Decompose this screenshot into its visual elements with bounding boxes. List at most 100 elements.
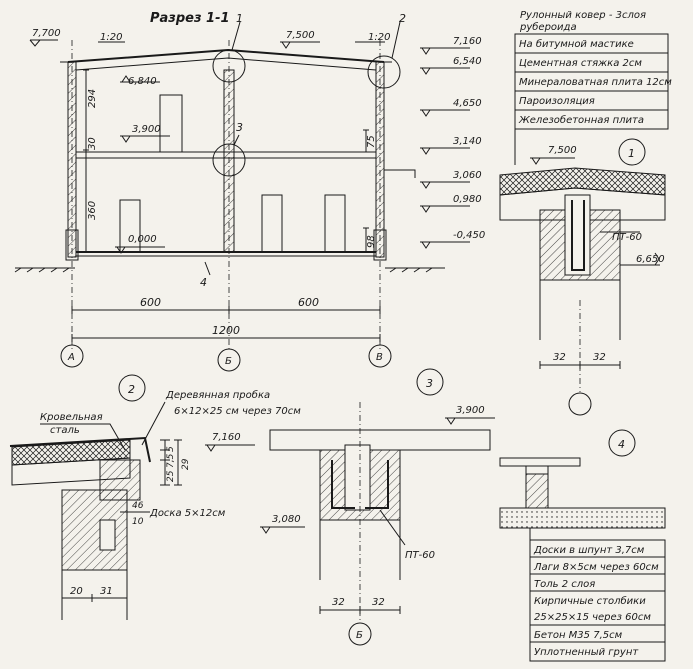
horiz-dim-1200 — [71, 334, 381, 342]
elev-6540: 6,540 — [453, 56, 482, 67]
detail-2-elev: 7,160 — [212, 432, 241, 443]
detail-1-axis-bubble — [568, 392, 592, 416]
slope-right: 1:20 — [368, 32, 390, 43]
detail-4-item: Уплотненный грунт — [534, 647, 639, 658]
callout-label-3: 3 — [236, 121, 243, 134]
dim-600-left: 600 — [140, 296, 161, 309]
detail-4-concrete — [499, 507, 666, 529]
axis-label-a: А — [67, 352, 75, 363]
dim-30: 30 — [87, 137, 98, 150]
detail-2-dim-s: 46 — [132, 501, 144, 511]
elev-minus-0450: -0,450 — [453, 230, 485, 241]
axis-label-b: Б — [225, 356, 232, 367]
axis-label-v: В — [376, 352, 383, 363]
roof-legend-title-1: Рулонный ковер - 3слоя — [520, 10, 646, 21]
roof-inner — [75, 57, 377, 71]
detail-1-dim: 32 — [553, 352, 566, 363]
detail-3-slab — [269, 429, 491, 451]
axis-bubble-a — [60, 344, 84, 368]
roof-legend-box — [514, 33, 669, 130]
detail-2-dim-v: 7,5 — [166, 453, 176, 468]
axis-bubble-b — [217, 348, 241, 372]
dim-1200: 1200 — [212, 324, 240, 337]
detail-2-plug-label: Деревянная пробка — [165, 389, 270, 401]
detail-1-elev-top: 7,500 — [548, 145, 577, 156]
detail-2-steel-sheet — [9, 436, 151, 463]
roof-legend-item: Цементная стяжка 2см — [519, 58, 642, 69]
intermediate-floor — [75, 151, 377, 159]
detail-3-dim: 32 — [372, 597, 385, 608]
callout-circle-1 — [212, 49, 246, 83]
elev-3900: 3,900 — [132, 124, 161, 135]
detail-3-bubble — [416, 368, 444, 396]
detail-3-elev-low: 3,080 — [272, 514, 301, 525]
callout-circle-2 — [367, 55, 401, 89]
slope-left: 1:20 — [100, 32, 122, 43]
detail-3: 3 3,900 ПТ-60 3,080 32 32 Б — [260, 368, 495, 646]
elev-3140: 3,140 — [453, 136, 482, 147]
detail-2-plug-spec: 6×12×25 см через 70см — [174, 406, 301, 417]
vertical-dim-right — [363, 129, 369, 252]
detail-1-number: 1 — [628, 147, 635, 160]
detail-1-rebar — [571, 200, 585, 271]
detail-4-item: Доски в шпунт 3,7см — [533, 545, 645, 556]
detail-1-elev-mark — [530, 157, 575, 165]
detail-4-brick-column — [525, 473, 549, 509]
vertical-dim-chain — [83, 69, 89, 253]
detail-1-plate — [499, 187, 666, 221]
detail-2-vdim — [160, 439, 182, 486]
detail-2-dim-v: 5 — [166, 446, 176, 452]
detail-3-wall-lines — [319, 520, 401, 580]
roof-outline — [67, 48, 385, 63]
detail-3-axis-label: Б — [356, 630, 363, 641]
elev-0980: 0,980 — [453, 194, 482, 205]
detail-2-dim-v: 29 — [181, 458, 191, 470]
detail-4-item: Бетон М35 7,5см — [534, 630, 623, 641]
detail-4: 4 Доски в шпунт 3,7см Лаги 8×5см через 6… — [499, 429, 666, 662]
detail-2-dim-v: 25 — [166, 470, 176, 482]
roof-legend-item: На битумной мастике — [519, 38, 634, 50]
detail-2-board — [99, 519, 116, 551]
detail-4-joist — [525, 465, 549, 475]
detail-3-elev-low-mark — [260, 526, 305, 534]
detail-3-elev-mark — [445, 417, 495, 425]
door-upper — [159, 94, 183, 153]
dim-75: 75 — [366, 135, 377, 148]
detail-4-item: Кирпичные столбики — [534, 595, 646, 607]
detail-3-beam — [344, 444, 371, 511]
dim-98: 98 — [366, 235, 377, 248]
detail-3-rebar — [331, 460, 389, 509]
axis-bubble-v — [368, 344, 392, 368]
roof-legend: Рулонный ковер - 3слоя рубероида На биту… — [514, 10, 672, 165]
detail-1-roof-slab — [499, 167, 666, 196]
detail-2-number: 2 — [128, 383, 135, 396]
dim-360: 360 — [87, 201, 98, 220]
detail-2-steel-2: сталь — [50, 425, 80, 436]
detail-3-label-leader — [379, 509, 406, 546]
detail-3-label: ПТ-60 — [405, 550, 435, 561]
foundation-a — [65, 229, 79, 261]
elev-6840: 6,840 — [128, 76, 157, 87]
detail-2-elev-mark — [205, 444, 255, 452]
detail-4-item: Лаги 8×5см через 60см — [533, 562, 659, 573]
detail-1-label: ПТ-60 — [612, 232, 642, 243]
section-title: Разрез 1-1 — [150, 11, 230, 26]
detail-3-dim: 32 — [332, 597, 345, 608]
ground-hatch — [14, 267, 433, 273]
detail-2-board-label: Доска 5×12см — [149, 508, 226, 519]
detail-1-elev-side: 6,650 — [636, 254, 665, 265]
callout-label-4: 4 — [200, 276, 207, 289]
detail-3-number: 3 — [426, 377, 433, 390]
detail-4-item: 25×25×15 через 60см — [534, 612, 651, 623]
detail-2-steel-1: Кровельная — [40, 412, 103, 423]
detail-1-bubble — [618, 138, 646, 166]
detail-1-beam — [564, 194, 591, 276]
detail-1: 1 7,500 ПТ-60 6,650 32 32 — [499, 138, 666, 416]
door-lower-1 — [261, 194, 283, 253]
horiz-dim-600s — [71, 306, 381, 314]
roof-legend-title-2: рубероида — [519, 21, 577, 33]
detail-2-dim-h: 31 — [100, 586, 113, 597]
detail-4-item: Толь 2 слоя — [534, 579, 595, 590]
callout-label-2: 2 — [399, 12, 406, 25]
